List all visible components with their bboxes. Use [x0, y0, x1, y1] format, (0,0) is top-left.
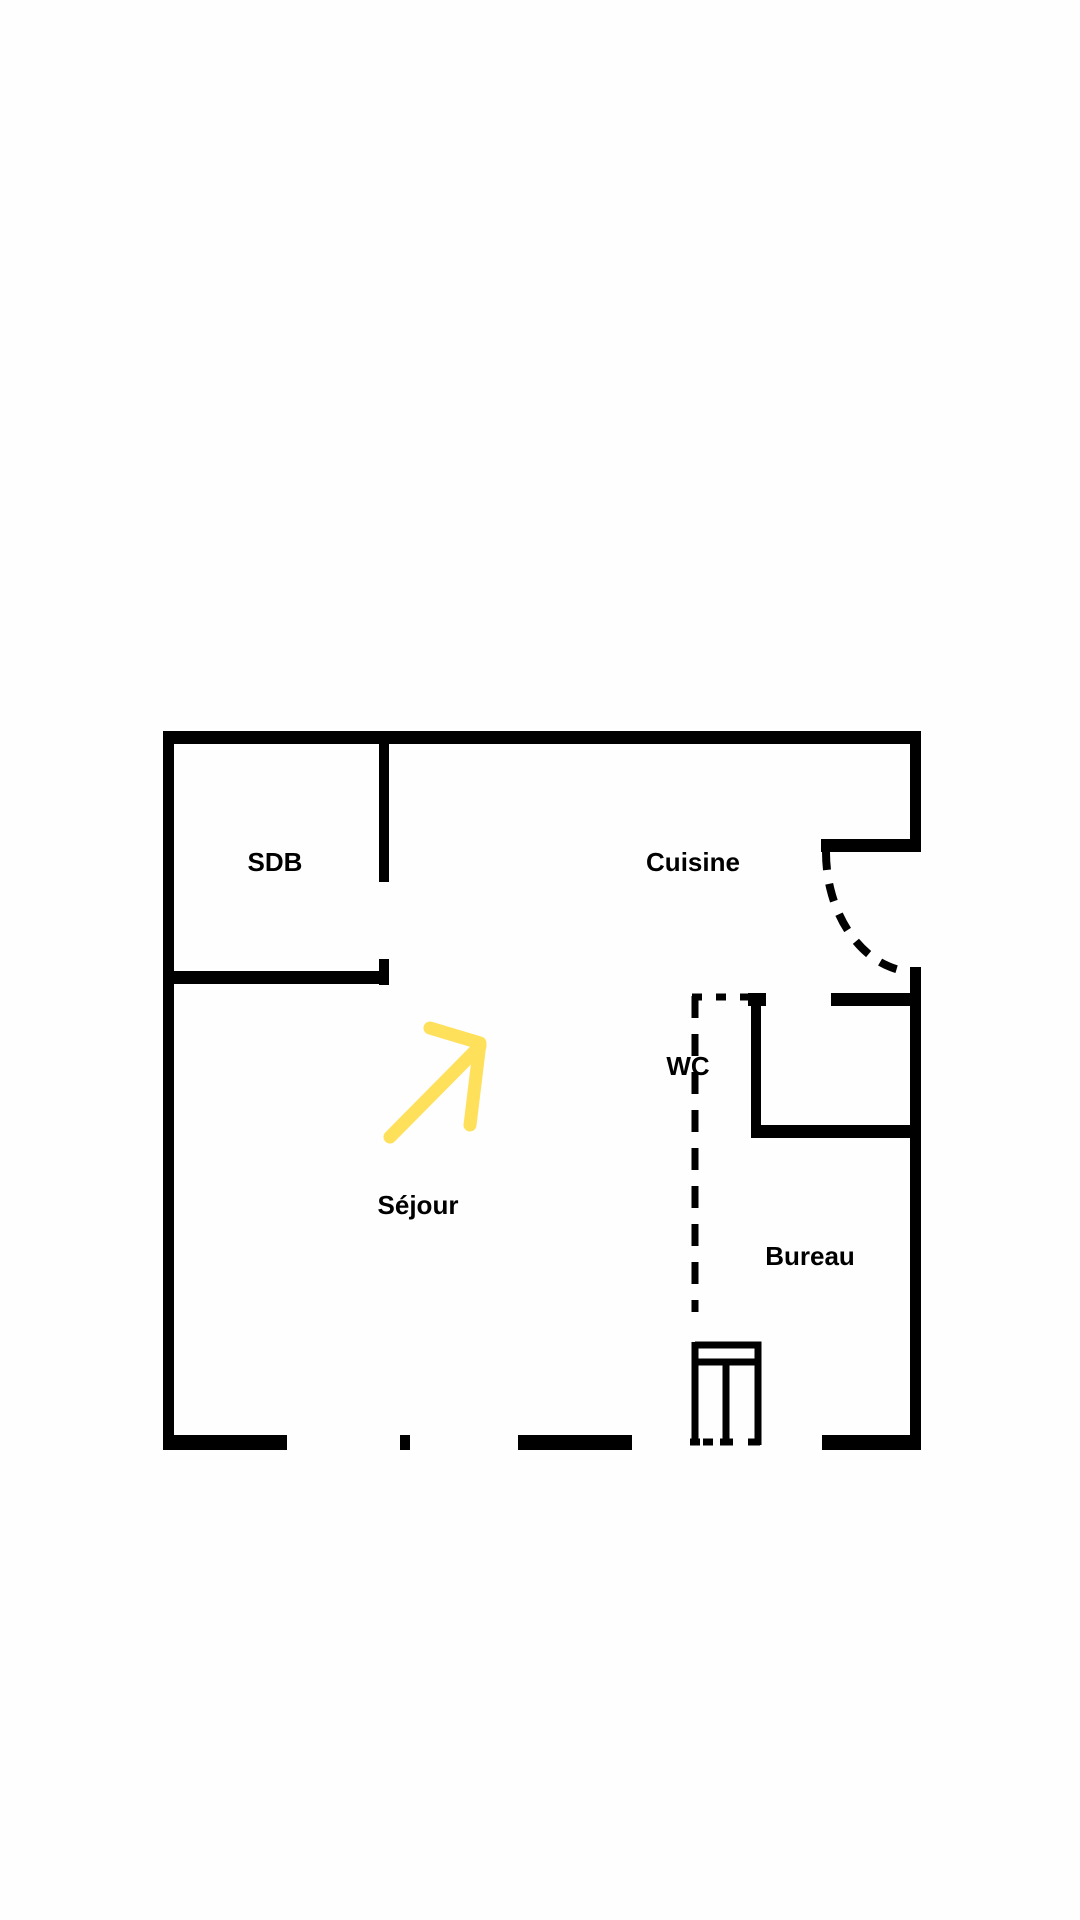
- wall-wc-bottom: [751, 1125, 921, 1138]
- wall-wc-left: [751, 993, 761, 1138]
- direction-arrow-icon: [383, 1021, 487, 1144]
- room-label-cuisine: Cuisine: [646, 847, 740, 877]
- wall-sdb-vertical: [379, 731, 389, 882]
- wall-right-lower: [910, 967, 921, 1450]
- walls: [163, 731, 921, 1450]
- room-label-sdb: SDB: [248, 847, 303, 877]
- room-label-sejour: Séjour: [378, 1190, 459, 1220]
- wall-wc-top: [831, 993, 921, 1006]
- door-swing-arc: [822, 851, 917, 976]
- wall-bottom-3: [822, 1435, 921, 1450]
- wall-top: [163, 731, 921, 744]
- wall-bottom-2: [518, 1435, 632, 1450]
- room-label-bureau: Bureau: [765, 1241, 855, 1271]
- room-label-wc: WC: [666, 1051, 710, 1081]
- wall-bottom-dot: [400, 1435, 410, 1450]
- stairs-icon: [690, 1341, 762, 1446]
- wall-kitchen-door-stub: [821, 839, 921, 852]
- dashed-partition: [691, 993, 748, 1312]
- wall-sdb-horizontal: [163, 971, 389, 984]
- wall-right-upper: [910, 731, 921, 852]
- wall-left: [163, 731, 174, 1450]
- wall-bottom-1: [163, 1435, 287, 1450]
